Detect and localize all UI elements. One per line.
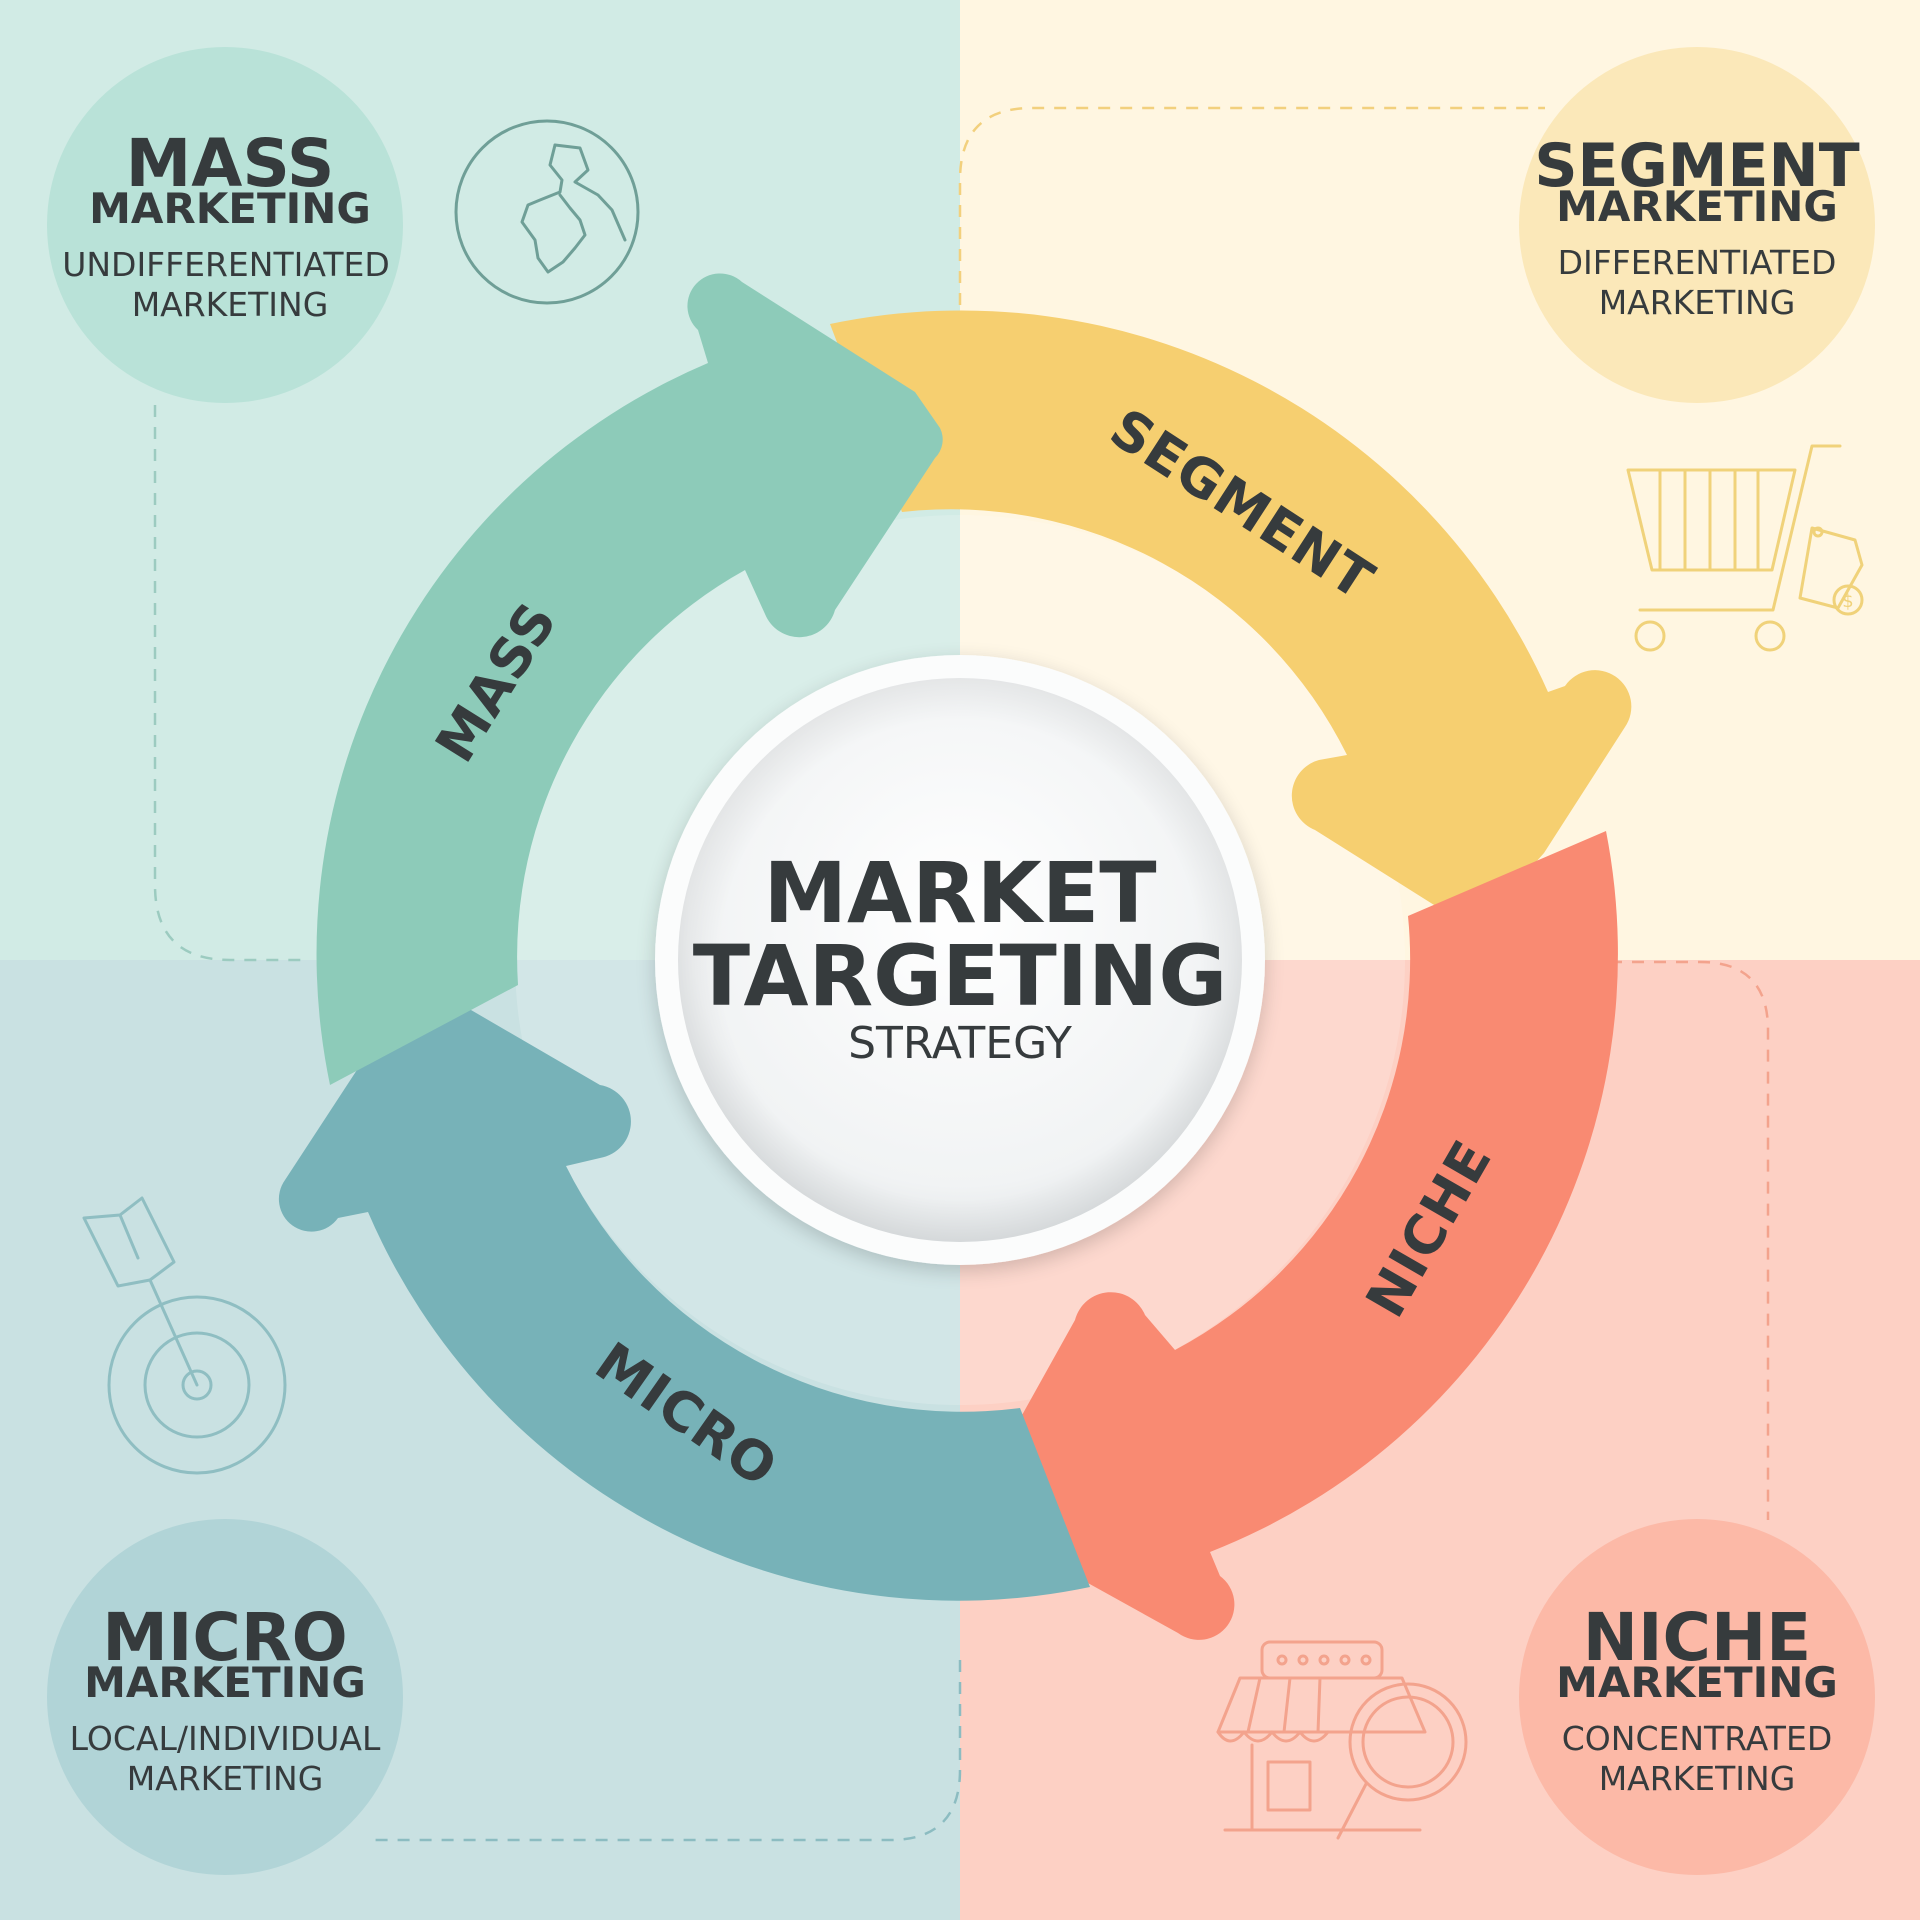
corner-segment: SEGMENT MARKETING DIFFERENTIATED MARKETI… bbox=[1519, 47, 1875, 403]
target-icon bbox=[82, 1196, 287, 1475]
shop-search-icon bbox=[1216, 1640, 1468, 1840]
corner-segment-desc2: MARKETING bbox=[1599, 283, 1796, 322]
corner-niche-title: NICHE bbox=[1583, 1599, 1812, 1676]
corner-mass-subtitle: MARKETING bbox=[89, 184, 371, 233]
corner-segment-desc1: DIFFERENTIATED bbox=[1558, 243, 1837, 282]
connector-mass bbox=[153, 405, 310, 962]
connector-micro bbox=[375, 1660, 962, 1842]
corner-micro-subtitle: MARKETING bbox=[84, 1658, 366, 1707]
center-title-line2: TARGETING bbox=[693, 927, 1228, 1025]
dollar-sign-icon: $ bbox=[1842, 591, 1853, 612]
arrow-segment bbox=[830, 310, 1632, 925]
connector-niche bbox=[1610, 960, 1770, 1520]
shopping-cart-icon bbox=[1626, 444, 1864, 652]
corner-micro-desc1: LOCAL/INDIVIDUAL bbox=[70, 1719, 381, 1758]
corner-micro-desc2: MARKETING bbox=[127, 1759, 324, 1798]
corner-niche-desc1: CONCENTRATED bbox=[1562, 1719, 1832, 1758]
globe-icon bbox=[454, 119, 640, 305]
arrow-mass bbox=[316, 273, 943, 1085]
corner-mass-circle bbox=[47, 47, 403, 403]
corner-segment-title: SEGMENT bbox=[1534, 131, 1859, 201]
corner-mass-desc2: MARKETING bbox=[132, 285, 329, 324]
corner-mass-title: MASS bbox=[126, 125, 335, 202]
center-title-line1: MARKET bbox=[763, 844, 1156, 942]
corner-niche-circle bbox=[1519, 1519, 1875, 1875]
corner-niche-desc2: MARKETING bbox=[1599, 1759, 1796, 1798]
corner-mass-desc1: UNDIFFERENTIATED bbox=[62, 245, 390, 284]
corner-mass: MASS MARKETING UNDIFFERENTIATED MARKETIN… bbox=[47, 47, 403, 403]
corner-niche: NICHE MARKETING CONCENTRATED MARKETING bbox=[1519, 1519, 1875, 1875]
center-circle bbox=[655, 655, 1265, 1265]
connector-segment bbox=[958, 106, 1545, 305]
arrow-micro bbox=[278, 980, 1090, 1601]
corner-segment-circle bbox=[1519, 47, 1875, 403]
corner-micro-title: MICRO bbox=[102, 1599, 348, 1676]
arrow-niche bbox=[978, 831, 1618, 1640]
center-subtitle: STRATEGY bbox=[848, 1018, 1072, 1069]
corner-micro-circle bbox=[47, 1519, 403, 1875]
corner-micro: MICRO MARKETING LOCAL/INDIVIDUAL MARKETI… bbox=[47, 1519, 403, 1875]
corner-segment-subtitle: MARKETING bbox=[1556, 182, 1838, 231]
corner-niche-subtitle: MARKETING bbox=[1556, 1658, 1838, 1707]
